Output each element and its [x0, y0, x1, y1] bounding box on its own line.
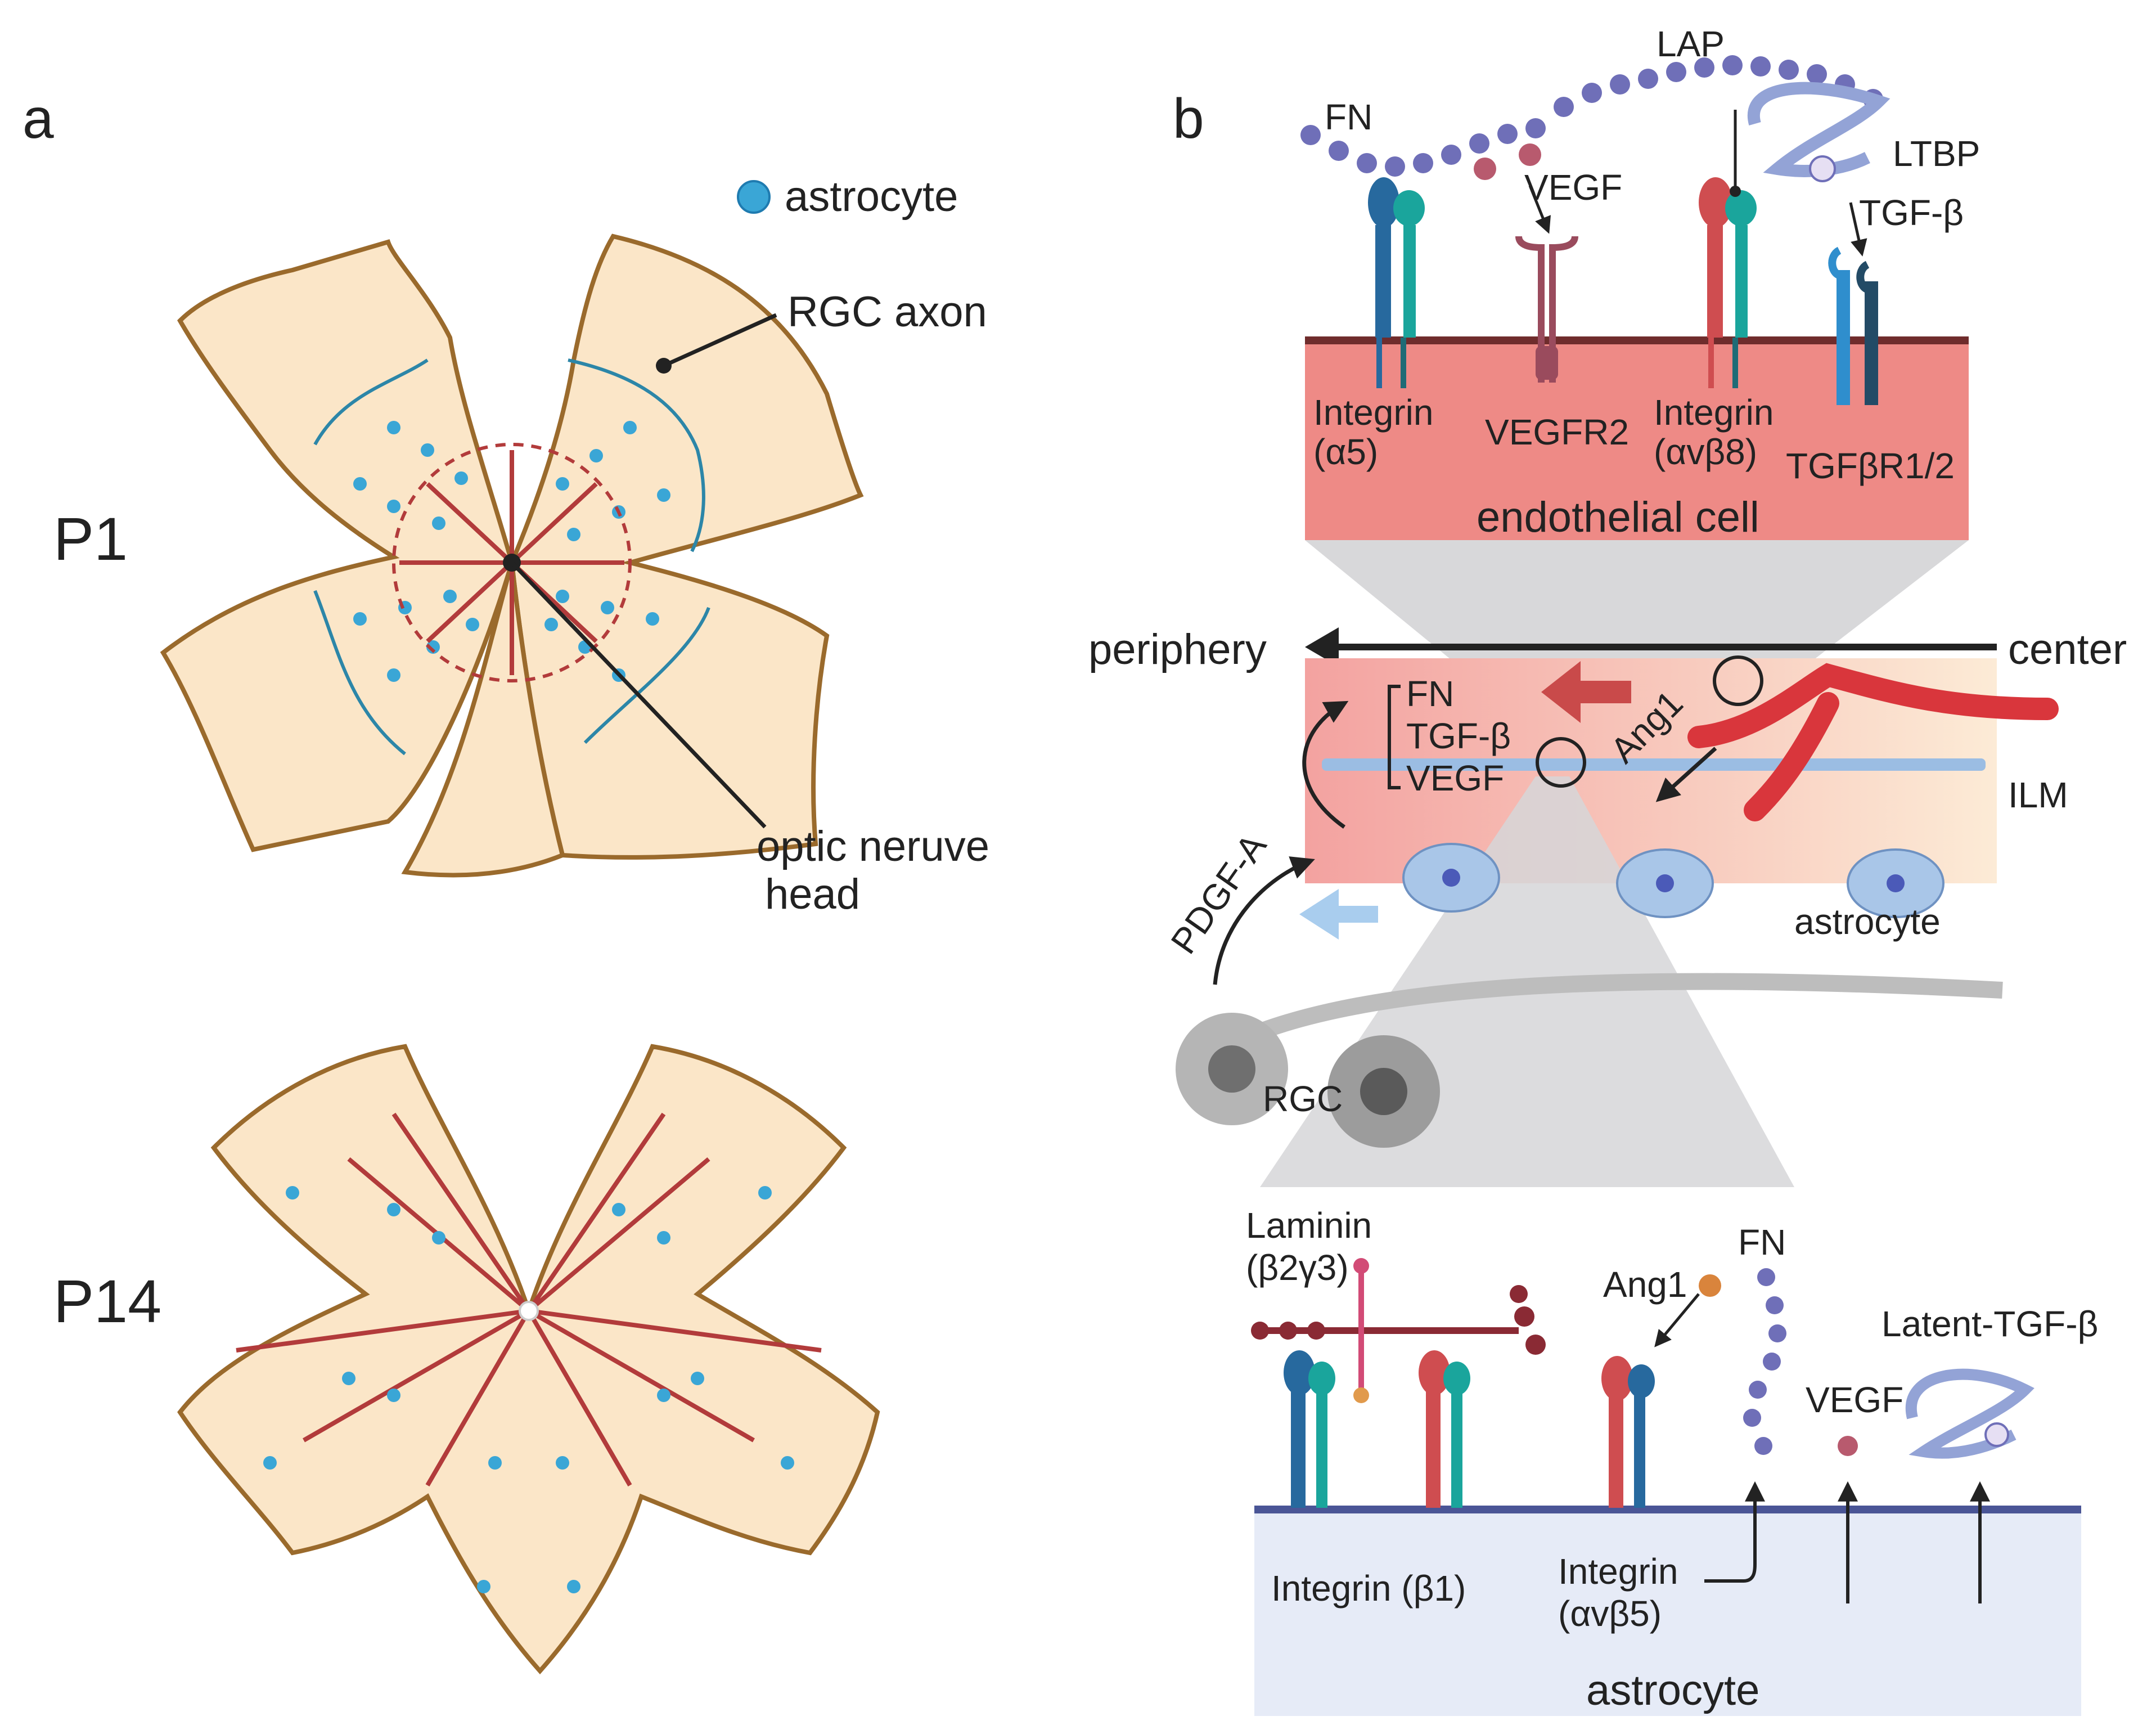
- vegf-label-top: VEGF: [1524, 167, 1622, 208]
- integrin-avb5-receptor: [1601, 1356, 1655, 1508]
- laminin-sub-label: (β2γ3): [1246, 1247, 1349, 1288]
- integrin-a5-sub-label: (α5): [1313, 432, 1378, 472]
- onh-label-line2: head: [765, 870, 860, 918]
- laminin: [1251, 1258, 1546, 1403]
- tgfb-label-top: TGF-β: [1859, 192, 1964, 233]
- retina-p14: [177, 1044, 880, 1675]
- stage-label-p1: P1: [53, 505, 128, 573]
- integrin-avb8-receptor: [1699, 177, 1757, 388]
- fn-label-mid: FN: [1406, 673, 1454, 714]
- tgfbr-label: TGFβR1/2: [1786, 446, 1955, 486]
- vegf-label-mid: VEGF: [1406, 758, 1504, 798]
- fn-label-bottom: FN: [1738, 1222, 1786, 1263]
- vegfr2-receptor: [1515, 235, 1578, 383]
- latent-tgfb-label: Latent-TGF-β: [1882, 1304, 2098, 1344]
- stage-label-p14: P14: [53, 1267, 161, 1335]
- lap-label: LAP: [1657, 24, 1725, 64]
- ang1-label-bottom: Ang1: [1603, 1264, 1687, 1305]
- integrin-a5-label: Integrin: [1313, 392, 1433, 433]
- fn-chain-top: [1300, 55, 1883, 177]
- tgfbr-receptor: [1828, 246, 1878, 405]
- astrocyte-label-mid: astrocyte: [1794, 901, 1941, 942]
- panel-label-a: a: [22, 87, 54, 150]
- retina-p1: [160, 233, 864, 878]
- endothelial-cell-block: [1305, 338, 1969, 540]
- astrocyte-legend: astrocyte: [737, 173, 958, 221]
- tgfb-label-mid: TGF-β: [1406, 716, 1511, 756]
- ltbp-label: LTBP: [1893, 133, 1980, 174]
- vegf-label-bottom: VEGF: [1806, 1380, 1903, 1420]
- integrin-avb8-label: Integrin: [1654, 392, 1774, 433]
- astrocyte-legend-label: astrocyte: [785, 173, 958, 221]
- rgc-cells: [1176, 1013, 1440, 1148]
- ilm-label: ILM: [2008, 775, 2068, 815]
- onh-label-line1: optic neruve: [757, 823, 989, 870]
- integrin-avb5-sub-label: (αvβ5): [1558, 1593, 1662, 1634]
- rgc-axon-label: RGC axon: [787, 288, 987, 336]
- integrin-avb8-sub-label: (αvβ8): [1654, 432, 1757, 472]
- vegfr2-label: VEGFR2: [1485, 412, 1629, 452]
- periphery-label: periphery: [1088, 626, 1267, 673]
- astrocyte-cell-label: astrocyte: [1586, 1666, 1759, 1714]
- astrocyte-cell-block: [1254, 1508, 2081, 1716]
- integrin-avb5-label: Integrin: [1558, 1551, 1678, 1592]
- integrin-b1-receptors: [1284, 1350, 1470, 1508]
- center-label: center: [2008, 626, 2127, 673]
- rgc-label: RGC: [1263, 1079, 1343, 1119]
- laminin-label: Laminin: [1246, 1205, 1372, 1246]
- panel-label-b: b: [1173, 87, 1204, 150]
- integrin-b1-label: Integrin (β1): [1271, 1568, 1466, 1609]
- fn-label-top: FN: [1325, 97, 1372, 137]
- ilm-layer: [1322, 758, 1986, 771]
- integrin-a5-receptor: [1368, 177, 1425, 388]
- endothelial-cell-label: endothelial cell: [1477, 493, 1759, 541]
